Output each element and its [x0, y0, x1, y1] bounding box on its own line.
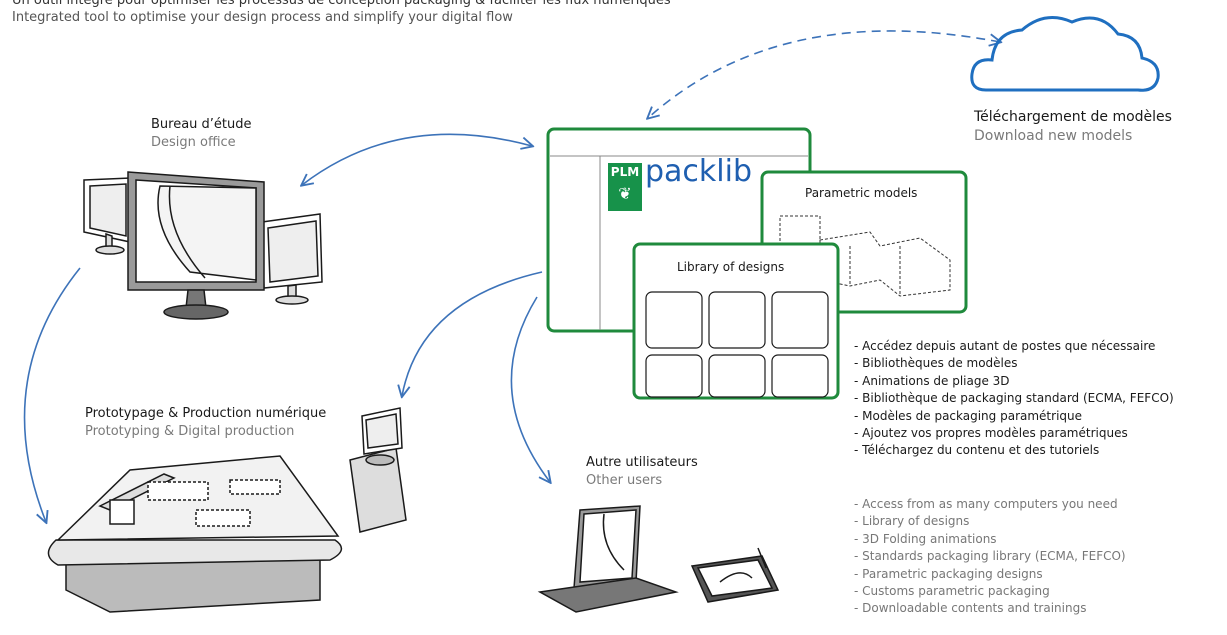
design-office-label-fr: Bureau d’étude: [151, 117, 252, 132]
leaf-icon: ❦: [618, 184, 632, 203]
monitor-icon: [83, 171, 323, 320]
cutting-plotter-icon: [47, 407, 407, 613]
feature-fr-item: Bibliothèques de modèles: [854, 355, 1174, 372]
header-title-fr: Un outil intégré pour optimiser les proc…: [12, 0, 671, 8]
feature-en-item: Access from as many computers you need: [854, 496, 1126, 513]
arrow-app-to-production: [402, 271, 543, 396]
other-users-label-en: Other users: [586, 473, 663, 488]
feature-fr-item: Animations de pliage 3D: [854, 373, 1174, 390]
laptop-icon: [537, 505, 679, 613]
feature-en-item: Downloadable contents and trainings: [854, 600, 1126, 617]
design-office-label-en: Design office: [151, 135, 236, 150]
arrow-office-to-app: [302, 133, 532, 185]
parametric-models-title: Parametric models: [805, 186, 918, 200]
feature-fr-item: Accédez depuis autant de postes que néce…: [854, 338, 1174, 355]
arrow-app-to-other-users: [510, 296, 550, 482]
prototyping-label-fr: Prototypage & Production numérique: [85, 406, 327, 421]
header-title-en: Integrated tool to optimise your design …: [12, 10, 513, 25]
cloud-label-fr: Téléchargement de modèles: [974, 109, 1172, 125]
library-designs-title: Library of designs: [677, 260, 785, 274]
tablet-icon: [690, 547, 780, 603]
plm-logo-mark: PLM: [610, 165, 640, 179]
feature-en-item: Parametric packaging designs: [854, 566, 1126, 583]
cloud-label-en: Download new models: [974, 128, 1133, 144]
feature-en-item: Customs parametric packaging: [854, 583, 1126, 600]
features-list-en: Access from as many computers you need L…: [854, 496, 1126, 618]
feature-fr-item: Téléchargez du contenu et des tutoriels: [854, 442, 1174, 459]
feature-en-item: Library of designs: [854, 513, 1126, 530]
packlib-brand: packlib: [645, 154, 753, 189]
feature-en-item: 3D Folding animations: [854, 531, 1126, 548]
other-users-label-fr: Autre utilisateurs: [586, 455, 698, 470]
prototyping-label-en: Prototyping & Digital production: [85, 424, 295, 439]
arrow-cloud-to-app: [648, 30, 1000, 118]
feature-fr-item: Ajoutez vos propres modèles paramétrique…: [854, 425, 1174, 442]
feature-fr-item: Bibliothèque de packaging standard (ECMA…: [854, 390, 1174, 407]
feature-en-item: Standards packaging library (ECMA, FEFCO…: [854, 548, 1125, 565]
library-designs-card: [632, 242, 840, 400]
features-list-fr: Accédez depuis autant de postes que néce…: [854, 338, 1174, 460]
feature-fr-item: Modèles de packaging paramétrique: [854, 408, 1174, 425]
arrow-office-to-production: [23, 267, 81, 522]
plm-logo: PLM ❦: [608, 163, 642, 211]
cloud-icon: [970, 16, 1160, 92]
